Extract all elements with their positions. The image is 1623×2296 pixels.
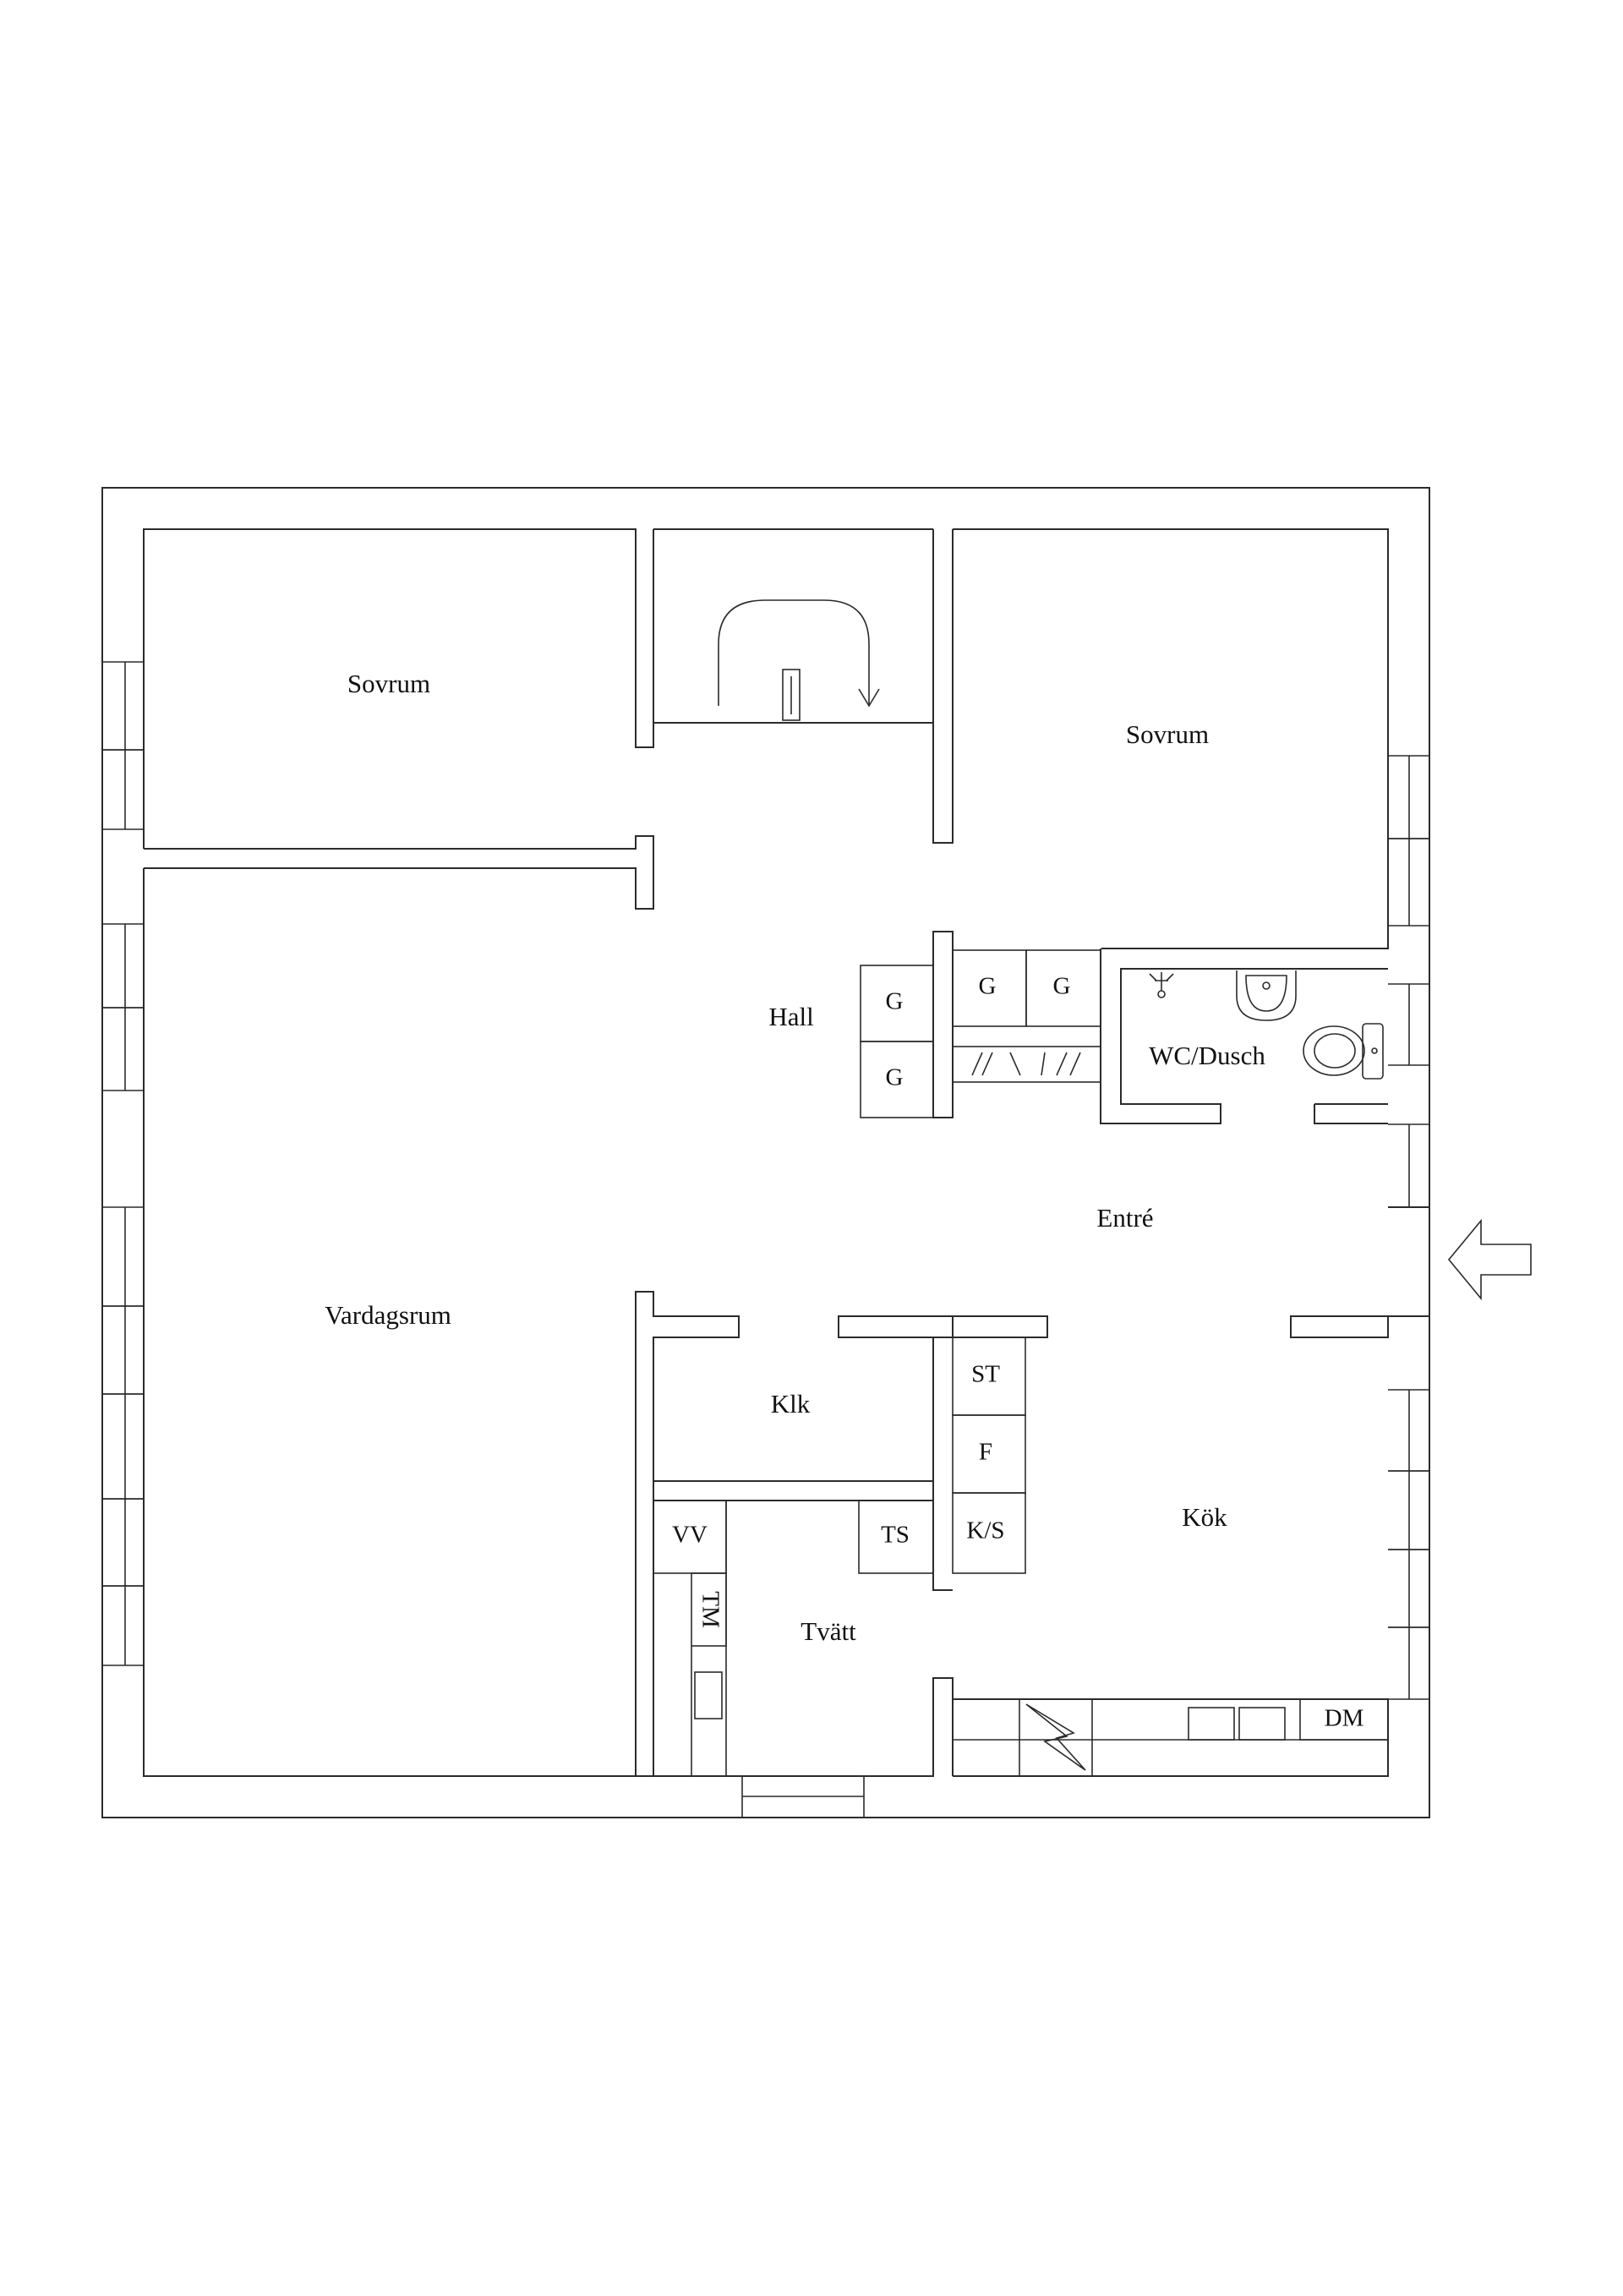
wall-entrance <box>1388 1206 1429 1317</box>
sink-icon <box>1236 970 1297 1021</box>
fixture-label-vv: VV <box>672 1522 708 1549</box>
windows-left <box>102 661 144 1666</box>
stair-arrow-head <box>858 688 880 708</box>
room-label-kok: Kök <box>1182 1502 1227 1532</box>
room-label-hall: Hall <box>768 1002 813 1031</box>
toilet-icon <box>1303 1023 1384 1080</box>
kitchen-counter <box>953 1698 1389 1777</box>
stair-arrow-icon <box>718 599 870 706</box>
fixture-label-g: G <box>1053 973 1071 1000</box>
outer-wall <box>101 487 1430 1818</box>
laundry-fixtures <box>653 1500 934 1776</box>
room-label-tvatt: Tvätt <box>801 1616 856 1646</box>
entrance-arrow-icon <box>1447 1218 1532 1301</box>
fixture-label-dm: DM <box>1325 1705 1364 1732</box>
room-label-entre: Entré <box>1096 1203 1153 1233</box>
fixture-label-g: G <box>979 973 997 1000</box>
stair-post <box>782 669 801 721</box>
chimney-icon <box>1025 1703 1086 1771</box>
room-label-klk: Klk <box>771 1389 811 1419</box>
fixture-label-tm: TM <box>697 1591 724 1628</box>
room-label-wc-dusch: WC/Dusch <box>1149 1041 1265 1070</box>
room-label-vardagsrum: Vardagsrum <box>325 1300 451 1330</box>
fixture-label-f: F <box>979 1439 992 1466</box>
tvatt-window <box>741 1776 865 1818</box>
fixture-label-ks: K/S <box>966 1517 1004 1544</box>
fixture-label-g: G <box>886 1064 904 1091</box>
wall-wc <box>1100 948 1388 1124</box>
room-label-sovrum-left: Sovrum <box>347 669 430 698</box>
room-label-sovrum-right: Sovrum <box>1126 719 1209 749</box>
shower-icon <box>1149 972 1174 998</box>
wall-kitchen-top <box>953 1315 1048 1338</box>
fixture-label-g: G <box>886 988 904 1015</box>
wall-sovrum-right <box>953 528 1389 949</box>
wall-kitchen-right-top <box>1290 1315 1389 1338</box>
wall-sovrum-left <box>143 528 654 849</box>
fixture-label-st: ST <box>971 1361 1000 1388</box>
fixture-label-ts: TS <box>881 1522 910 1549</box>
wall-sovrum-left-bottom <box>144 835 654 910</box>
windows-right <box>1388 755 1429 1700</box>
wall-stair-core <box>653 528 954 844</box>
